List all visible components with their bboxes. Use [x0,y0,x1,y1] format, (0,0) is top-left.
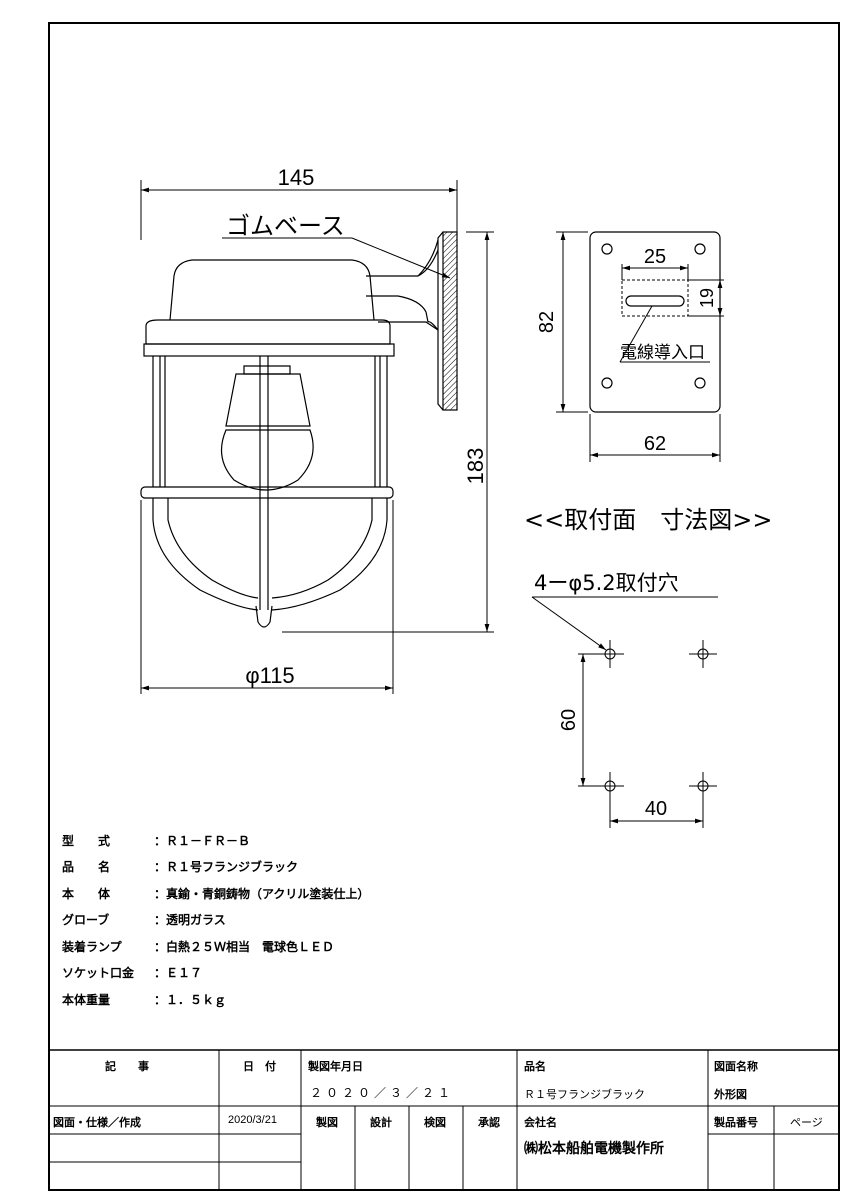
dim-82-label: 82 [536,311,558,333]
tb-checker-label: 検図 [424,1116,446,1129]
spec-key: 装着ランプ [62,940,122,954]
spec-key: 本 体 [62,887,111,901]
tb-product-name: Ｒ１号フランジブラック [524,1088,645,1101]
spec-value: ：Ｒ１号フランジブラック [154,860,299,874]
tb-company-name: ㈱松本船舶電機製作所 [524,1141,664,1157]
tb-drawing-name: 外形図 [714,1088,747,1101]
tb-date-label: 日 付 [243,1060,276,1073]
dim-145-label: 145 [278,165,315,190]
lamp-side-view [140,231,458,628]
rubber-base-leader [222,237,451,279]
spec-value: ：真鍮・青銅鋳物（アクリル塗装仕上） [154,887,370,901]
tb-product-no-label: 製品番号 [714,1116,758,1129]
dim-62-label: 62 [644,433,666,455]
dim-19-label: 19 [697,288,717,308]
hole-pattern [531,596,718,828]
tb-designer-label: 設計 [370,1116,392,1129]
dim-60-label: 60 [558,709,580,731]
tb-approver-label: 承認 [478,1116,500,1129]
mount-face-title: <<取付面 寸法図>> [524,506,772,534]
dim-25-label: 25 [644,246,666,268]
spec-value: ：Ｅ１７ [154,966,203,980]
tb-drawing-name-label: 図面名称 [714,1060,758,1073]
title-block-grid [49,1049,839,1190]
dim-40-label: 40 [645,798,667,820]
spec-value: ：透明ガラス [154,913,226,927]
dim-183-label: 183 [463,448,488,485]
dimension-diameter [140,500,394,694]
dimension-width [140,180,458,240]
dim-diameter-label: φ115 [245,663,294,688]
dimension-height [282,231,494,633]
tb-revision-date: 2020/3/21 [228,1114,277,1126]
mount-holes-label: 4ーφ5.2取付穴 [534,571,679,595]
plate-dimensions [556,231,724,462]
spec-key: 型 式 [62,834,111,848]
spec-value: ：Ｒ１－ＦＲ－Ｂ [154,834,251,848]
tb-kiji-label: 記 事 [105,1060,149,1073]
rubber-base-label: ゴムベース [226,212,345,240]
tb-made-date: ２０２０／３／２１ [310,1086,455,1100]
tb-made-date-label: 製図年月日 [308,1060,363,1073]
spec-key: 本体重量 [62,993,111,1007]
tb-page-label: ページ [790,1116,823,1129]
tb-revision-label: 図面・仕様／作成 [53,1116,141,1129]
tb-product-name-label: 品名 [524,1060,546,1073]
spec-key: ソケット口金 [62,966,135,980]
spec-key: グローブ [62,913,110,927]
spec-key: 品 名 [62,860,111,874]
spec-value: ：白熱２５Ｗ相当 電球色ＬＥＤ [154,940,335,954]
sheet-border [48,22,840,1191]
tb-company-label: 会社名 [524,1116,557,1129]
mounting-plate [589,231,721,413]
flange-plate [442,231,458,411]
cable-entry-label: 電線導入口 [620,343,705,363]
tb-drafter-label: 製図 [316,1116,338,1129]
spec-value: ：１．５ｋｇ [154,993,227,1007]
